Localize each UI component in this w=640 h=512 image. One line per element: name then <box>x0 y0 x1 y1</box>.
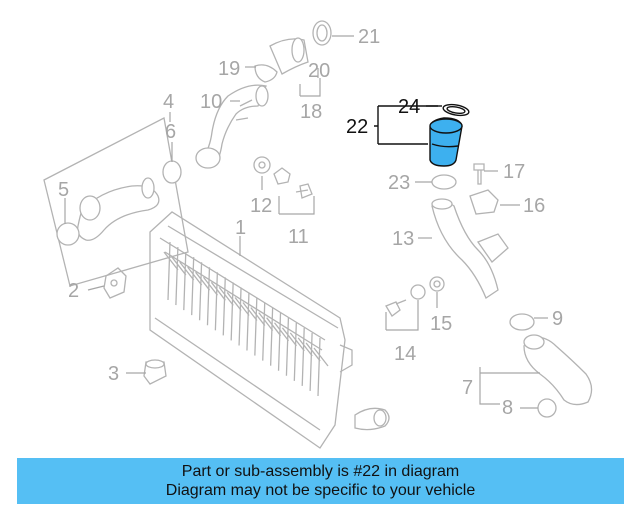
hose-kit-box <box>43 117 189 287</box>
leader-lines <box>64 35 548 409</box>
callout-7: 7 <box>462 377 473 399</box>
intercooler-fin <box>297 327 313 386</box>
intercooler-fin <box>258 302 274 361</box>
callout-4: 4 <box>163 91 174 113</box>
intake-hose-part-22 <box>429 117 463 167</box>
nut-part-14 <box>410 284 426 300</box>
clamp-part-9 <box>509 313 535 331</box>
intercooler-fin <box>242 292 258 351</box>
intercooler-fin <box>163 241 179 301</box>
intercooler-fin <box>289 322 305 381</box>
hose-part-20 <box>269 37 309 75</box>
clamp-part-8 <box>537 398 557 418</box>
callout-17: 17 <box>503 161 525 183</box>
callout-5: 5 <box>58 179 69 201</box>
intercooler-fin <box>202 267 218 326</box>
nut-part-15 <box>429 276 445 292</box>
intercooler-fin <box>171 247 187 306</box>
callout-22: 22 <box>346 116 368 138</box>
callout-9: 9 <box>552 308 563 330</box>
callout-16: 16 <box>523 195 545 217</box>
intercooler-fin <box>234 287 250 346</box>
intercooler-fin <box>250 297 266 356</box>
seal-part-21 <box>312 20 332 46</box>
bolt-part-17 <box>473 163 485 185</box>
bracket-part-16 <box>469 189 499 215</box>
intercooler-fins <box>163 241 329 397</box>
clamp-part-19 <box>254 64 278 83</box>
callout-12: 12 <box>250 195 272 217</box>
nut-part-12 <box>253 156 271 174</box>
intercooler-fin <box>274 312 290 371</box>
callout-14: 14 <box>394 343 416 365</box>
callout-labels: 1 2 3 4 5 6 7 8 9 10 11 12 13 14 15 16 1… <box>58 26 563 419</box>
intercooler-fin <box>195 262 211 321</box>
bolt-part-11 <box>273 167 313 199</box>
intercooler-fin <box>266 307 282 366</box>
callout-18: 18 <box>300 101 322 123</box>
banner-line-1: Part or sub-assembly is #22 in diagram <box>181 463 460 480</box>
callout-8: 8 <box>502 397 513 419</box>
mount-part-3 <box>143 359 167 385</box>
callout-23: 23 <box>388 172 410 194</box>
hose-part-7 <box>523 334 593 406</box>
callout-6: 6 <box>165 121 176 143</box>
intercooler-fin <box>187 257 203 316</box>
callout-10: 10 <box>200 91 222 113</box>
banner-line-2: Diagram may not be specific to your vehi… <box>165 482 476 499</box>
callout-20: 20 <box>308 60 330 82</box>
intercooler-fin <box>313 337 329 397</box>
callout-2: 2 <box>68 280 79 302</box>
callout-13: 13 <box>392 228 414 250</box>
intercooler-fin <box>218 277 234 336</box>
intercooler-fin <box>305 332 321 391</box>
bolt-part-14 <box>385 299 407 317</box>
intercooler-part-1 <box>149 211 390 449</box>
seal-part-24 <box>442 103 470 117</box>
charge-pipe-part-13 <box>431 198 509 299</box>
callout-19: 19 <box>218 58 240 80</box>
bracket-part-2 <box>103 267 127 299</box>
callout-24: 24 <box>398 96 420 118</box>
info-banner: Part or sub-assembly is #22 in diagram D… <box>17 458 624 504</box>
callout-21: 21 <box>358 26 380 48</box>
charge-pipe-part-10 <box>195 84 269 169</box>
callout-3: 3 <box>108 363 119 385</box>
intercooler-fin <box>210 272 226 331</box>
clamp-part-23 <box>431 174 457 190</box>
intercooler-fin <box>226 282 242 341</box>
parts-diagram: 1 2 3 4 5 6 7 8 9 10 11 12 13 14 15 16 1… <box>43 20 593 449</box>
intercooler-fin <box>281 317 297 376</box>
callout-11: 11 <box>288 226 309 248</box>
callout-1: 1 <box>235 217 246 239</box>
callout-15: 15 <box>430 313 452 335</box>
intercooler-fin <box>179 252 195 311</box>
